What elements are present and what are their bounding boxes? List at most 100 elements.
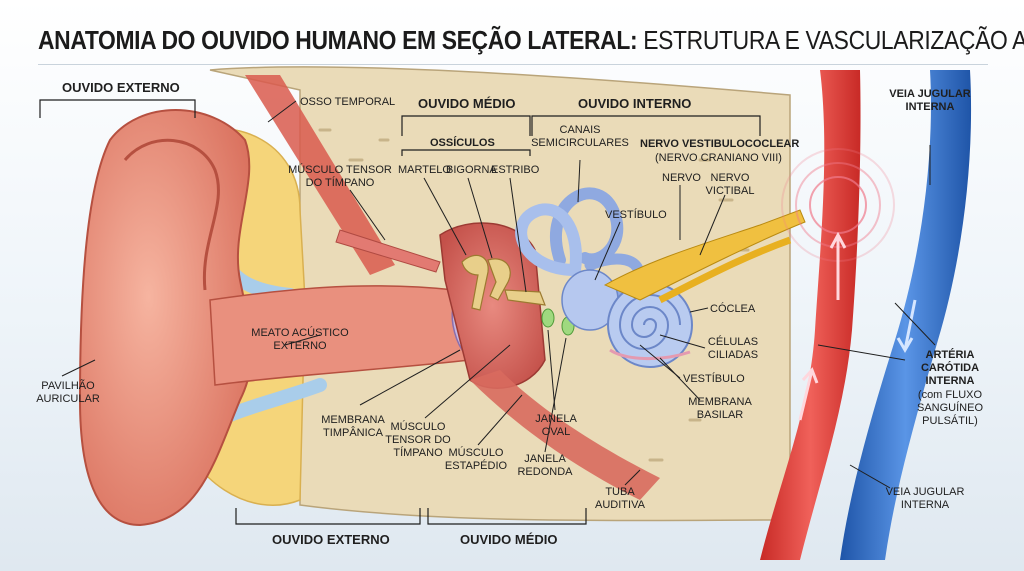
auricle	[78, 109, 253, 527]
leader-tensor-bot	[424, 344, 511, 419]
section-middle-top: OUVIDO MÉDIO	[418, 96, 516, 111]
bone-texture	[318, 128, 750, 462]
bracket-inner-top	[531, 115, 761, 136]
leader-janela-redonda	[544, 337, 567, 453]
semicircular-canal-anterior	[549, 187, 624, 266]
label-nervo-v-1: NERVO	[711, 172, 750, 184]
bracket-external-bottom	[235, 508, 421, 525]
arterial-flow-arrow-low	[798, 367, 819, 421]
leader-janela-oval	[547, 329, 556, 411]
leader-estribo	[509, 177, 527, 293]
label-membrana-timp-1: MEMBRANA	[321, 414, 385, 426]
label-coclea: CÓCLEA	[710, 302, 756, 315]
label-tensor-top-2: DO TÍMPANO	[306, 176, 375, 189]
bracket-external-top	[39, 99, 196, 118]
leader-tensor-top	[349, 189, 386, 241]
leader-vestibulo-top	[594, 221, 621, 281]
label-membrana-basilar-2: BASILAR	[697, 409, 744, 421]
label-janela-redonda-2: REDONDA	[517, 466, 573, 478]
label-canais-1: CANAIS	[560, 124, 601, 136]
leader-membrana-basilar	[659, 357, 701, 401]
label-tensor-top-1: MÚSCULO TENSOR	[288, 163, 392, 176]
leader-estapedio	[477, 394, 523, 446]
label-membrana-basilar-1: MEMBRANA	[688, 396, 752, 408]
basilar-membrane	[609, 348, 691, 360]
bracket-middle-bottom	[427, 508, 587, 525]
leader-osso-temporal	[267, 100, 297, 123]
bracket-ossicles	[401, 149, 531, 156]
label-martelo: MARTELO	[398, 164, 451, 176]
label-arteria-1: ARTÉRIA	[926, 348, 975, 361]
label-ossiculos: OSSÍCULOS	[430, 136, 495, 149]
internal-carotid-artery	[760, 70, 861, 560]
label-tuba-2: AUDITIVA	[595, 499, 646, 511]
label-celulas-1: CÉLULAS	[708, 335, 758, 348]
leader-pavilhao	[61, 359, 96, 377]
label-nervo-vc-sub: (NERVO CRANIANO VIII)	[655, 152, 782, 164]
label-membrana-timp-2: TIMPÂNICA	[323, 426, 384, 439]
stapes	[504, 289, 546, 306]
tensor-tympani-muscle	[335, 229, 441, 273]
label-vestibulo-top: VESTÍBULO	[605, 208, 667, 221]
label-tuba-1: TUBA	[605, 486, 635, 498]
label-pavilhao-2: AURICULAR	[36, 393, 100, 405]
leader-canais	[577, 159, 581, 203]
leader-coclea	[689, 307, 709, 313]
label-janela-oval-2: OVAL	[542, 426, 571, 438]
label-nervo-v-2: VICTIBAL	[706, 185, 755, 197]
label-tensor-bot-3: TÍMPANO	[393, 446, 443, 459]
page-title: ANATOMIA DO OUVIDO HUMANO EM SEÇÃO LATER…	[38, 20, 1024, 60]
label-meato-2: EXTERNO	[273, 340, 327, 352]
label-vestibulo-bottom: VESTÍBULO	[683, 372, 745, 385]
leader-bigorna	[467, 177, 493, 259]
cochlea-spiral	[618, 294, 681, 350]
label-nervo-vc: NERVO VESTIBULOCOCLEAR	[640, 138, 799, 150]
leader-veia-bot	[849, 464, 891, 489]
venous-flow-arrow	[896, 299, 917, 353]
internal-jugular-vein	[840, 70, 972, 560]
label-estribo: ESTRIBO	[491, 164, 540, 176]
leader-nervo-v	[699, 194, 726, 256]
label-arteria-4: (com FLUXO	[918, 389, 983, 401]
label-veia-top-1: VEIA JUGULAR	[889, 88, 971, 100]
leader-celulas	[659, 334, 706, 349]
leader-tuba	[624, 469, 641, 486]
label-osso-temporal: OSSO TEMPORAL	[300, 96, 395, 108]
title-normal: ESTRUTURA E VASCULARIZAÇÃO ADJACENTE	[643, 25, 1024, 55]
label-arteria-5: SANGUÍNEO	[917, 401, 983, 414]
section-middle-bottom: OUVIDO MÉDIO	[460, 532, 558, 547]
label-arteria-3: INTERNA	[926, 375, 975, 387]
label-estapedio-2: ESTAPÉDIO	[445, 459, 508, 472]
leader-meato	[284, 334, 321, 346]
auditory-tube	[470, 370, 660, 500]
label-veia-top-2: INTERNA	[906, 101, 955, 113]
section-external-bottom: OUVIDO EXTERNO	[272, 532, 390, 547]
leader-arteria	[817, 344, 906, 361]
arterial-flow-arrow-up	[829, 231, 847, 300]
label-meato-1: MEATO ACÚSTICO	[251, 326, 349, 339]
leader-membrana-timp	[359, 349, 461, 406]
label-janela-oval-1: JANELA	[535, 413, 577, 425]
title-divider	[38, 64, 988, 65]
label-veia-bot-2: INTERNA	[901, 499, 950, 511]
label-canais-2: SEMICIRCULARES	[531, 137, 629, 149]
title-bold: ANATOMIA DO OUVIDO HUMANO EM SEÇÃO LATER…	[38, 25, 638, 55]
section-inner-top: OUVIDO INTERNO	[578, 96, 691, 111]
label-celulas-2: CILIADAS	[708, 349, 758, 361]
section-external-top: OUVIDO EXTERNO	[62, 80, 180, 95]
leader-martelo	[423, 177, 467, 256]
label-bigorna: BIGORNA	[446, 164, 497, 176]
label-arteria-2: CARÓTIDA	[921, 361, 979, 374]
auricle-helix	[123, 138, 220, 291]
label-janela-redonda-1: JANELA	[524, 453, 566, 465]
semicircular-canal-posterior	[515, 203, 582, 276]
label-pavilhao-1: PAVILHÃO	[41, 379, 95, 392]
label-tensor-bot-1: MÚSCULO	[390, 420, 445, 433]
cochlear-nerve	[658, 236, 792, 304]
oval-window	[541, 308, 555, 328]
malleus	[461, 254, 489, 311]
vestibulocochlear-nerve	[603, 209, 806, 301]
temporal-muscle	[245, 75, 395, 275]
